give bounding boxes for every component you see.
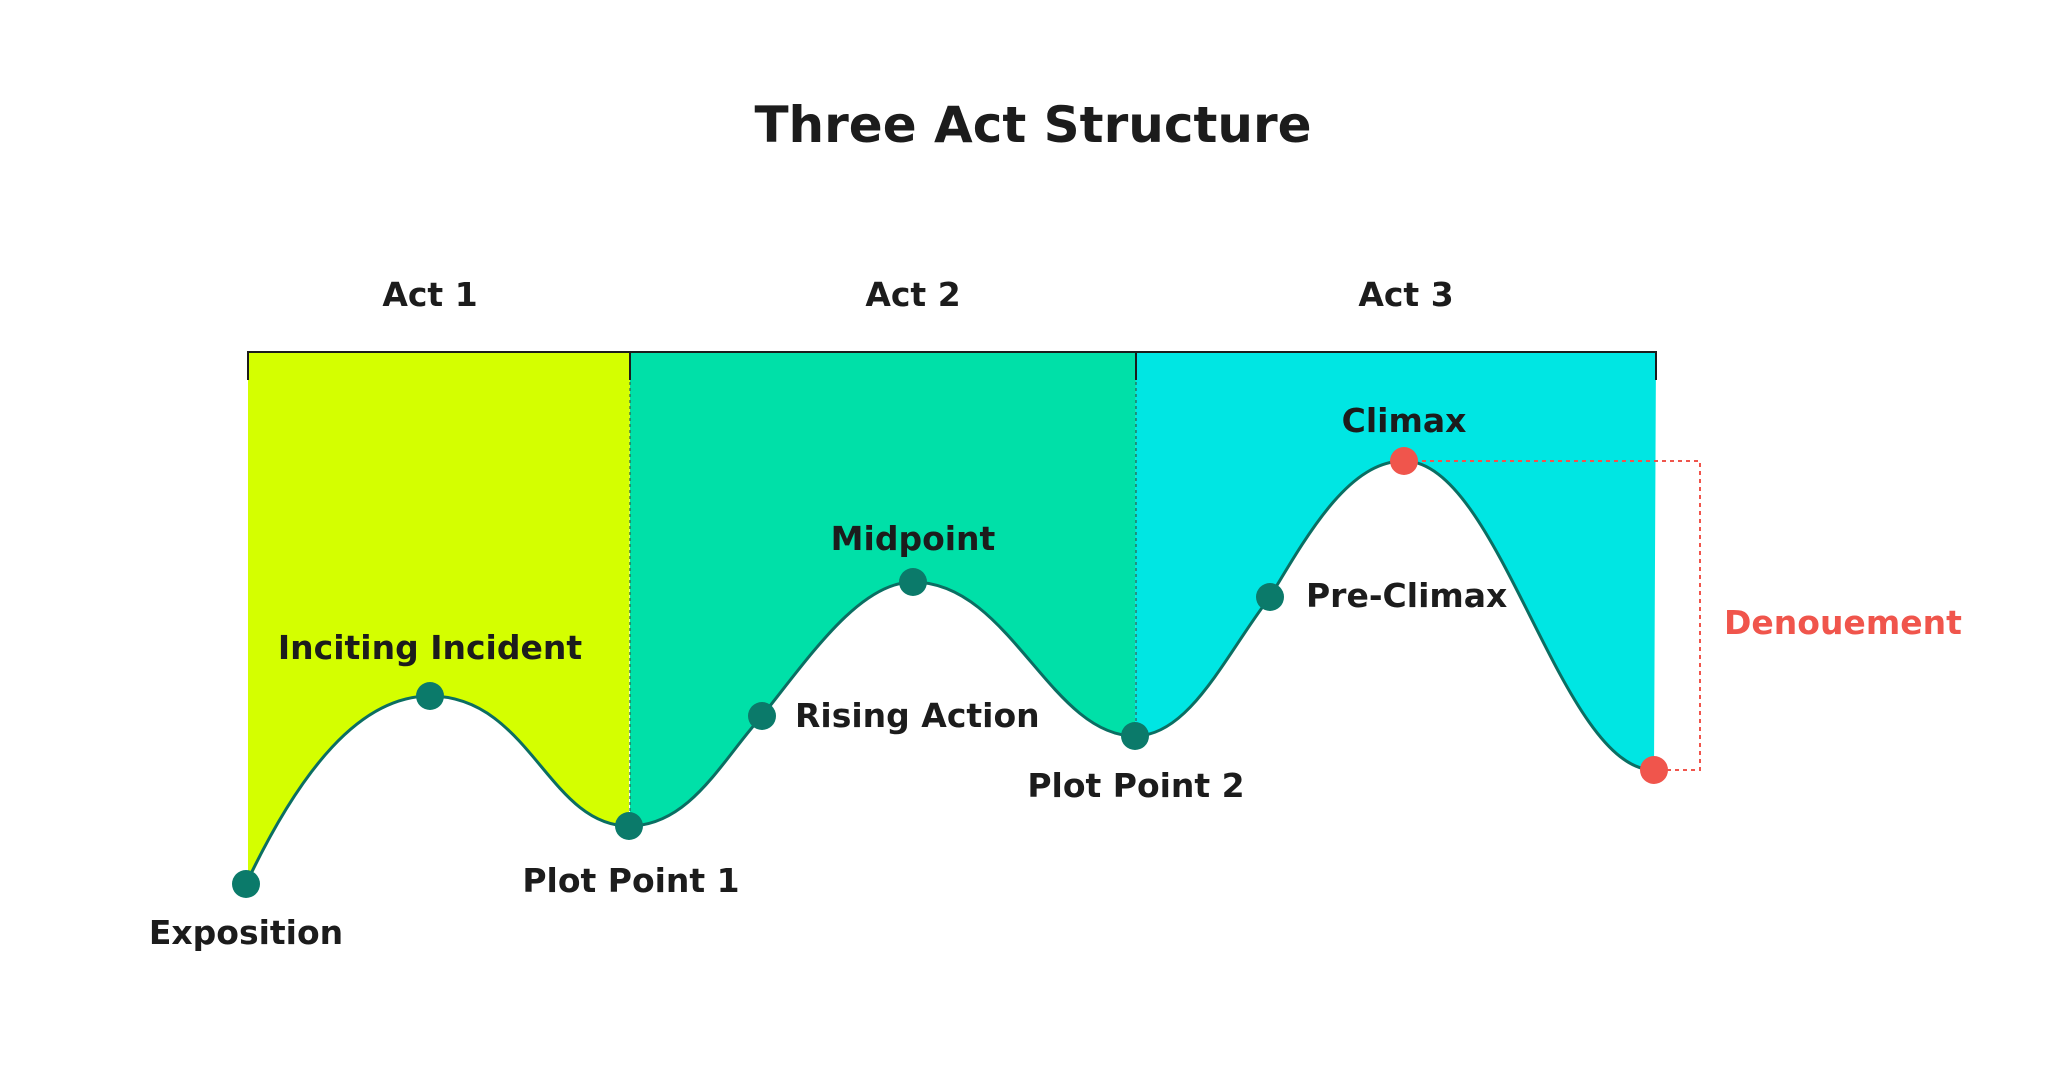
act-3-region	[1135, 352, 1656, 770]
climax-label: Climax	[1342, 401, 1467, 440]
inciting-incident-label: Inciting Incident	[278, 628, 582, 667]
midpoint-point	[899, 568, 927, 596]
pre-climax-label: Pre-Climax	[1306, 576, 1507, 615]
plot-point-1-point	[615, 812, 643, 840]
denouement-bracket	[1406, 460, 1701, 771]
climax-point	[1390, 447, 1418, 475]
act-3-label: Act 3	[1358, 275, 1453, 314]
plot-point-1-label: Plot Point 1	[522, 861, 739, 900]
act-1-region	[248, 352, 630, 884]
denouement-point	[1640, 756, 1668, 784]
midpoint-label: Midpoint	[831, 519, 996, 558]
denouement-label: Denouement	[1724, 603, 1962, 642]
act-1-label: Act 1	[382, 275, 477, 314]
pre-climax-point	[1256, 583, 1284, 611]
exposition-label: Exposition	[149, 913, 343, 952]
inciting-incident-point	[416, 682, 444, 710]
diagram-title: Three Act Structure	[754, 96, 1311, 154]
plot-point-2-label: Plot Point 2	[1027, 766, 1244, 805]
act-2-label: Act 2	[865, 275, 960, 314]
plot-point-2-point	[1121, 722, 1149, 750]
exposition-point	[232, 870, 260, 898]
rising-action-label: Rising Action	[795, 696, 1040, 735]
act-bracket	[247, 351, 1657, 380]
rising-action-point	[748, 702, 776, 730]
